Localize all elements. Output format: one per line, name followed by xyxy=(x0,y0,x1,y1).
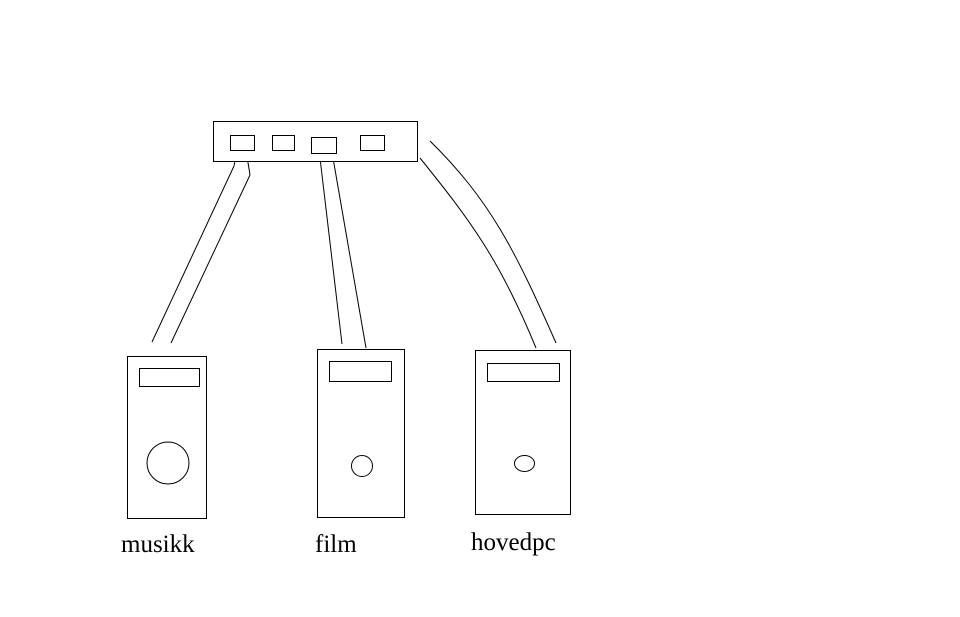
computer-musikk-power-button xyxy=(146,441,190,485)
label-hovedpc: hovedpc xyxy=(471,529,556,556)
tower-computer-icon xyxy=(317,349,405,518)
tower-computer-icon xyxy=(127,356,207,519)
computer-hovedpc-drive-bay xyxy=(487,363,560,382)
cable-film xyxy=(319,157,367,349)
switch-port-2 xyxy=(272,135,295,151)
cable-hovedpc xyxy=(419,140,557,349)
computer-musikk-drive-bay xyxy=(139,368,200,387)
tower-computer-icon xyxy=(475,350,571,515)
network-switch-icon xyxy=(213,121,418,162)
cable-hovedpc-wire-b xyxy=(429,140,557,344)
switch-port-1 xyxy=(230,135,255,151)
cable-musikk-wire-b xyxy=(170,174,251,344)
computer-film-drive-bay xyxy=(329,361,392,382)
cable-film-wire-a xyxy=(319,157,343,345)
switch-port-3 xyxy=(311,137,337,154)
switch-port-4 xyxy=(360,135,385,151)
cable-musikk xyxy=(151,149,251,344)
computer-film-power-button xyxy=(351,455,373,477)
label-musikk: musikk xyxy=(121,531,195,558)
cable-musikk-wire-a xyxy=(151,165,235,343)
cable-hovedpc-wire-a xyxy=(419,157,537,349)
computer-hovedpc-power-button xyxy=(514,455,535,472)
label-film: film xyxy=(315,531,357,558)
cable-film-wire-b xyxy=(332,157,367,349)
